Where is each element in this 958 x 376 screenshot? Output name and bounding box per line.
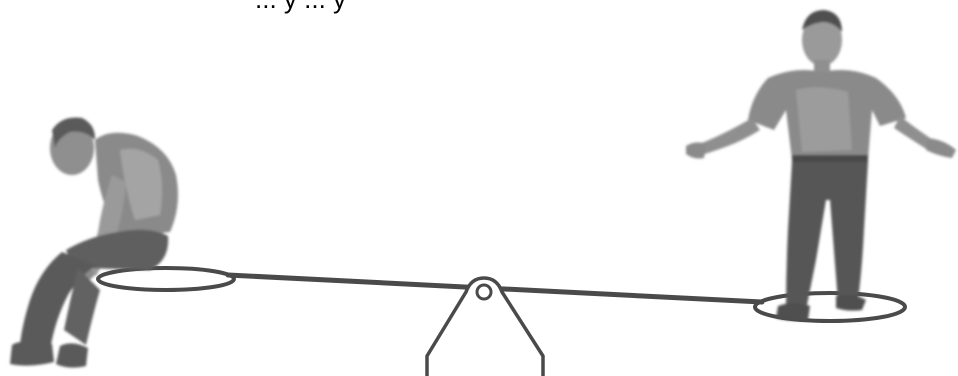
fulcrum-pivot-bolt <box>477 285 491 299</box>
confident-standing-man-figure <box>686 10 956 321</box>
left-seat-ring <box>98 268 234 290</box>
sad-seated-man-figure <box>10 118 178 368</box>
